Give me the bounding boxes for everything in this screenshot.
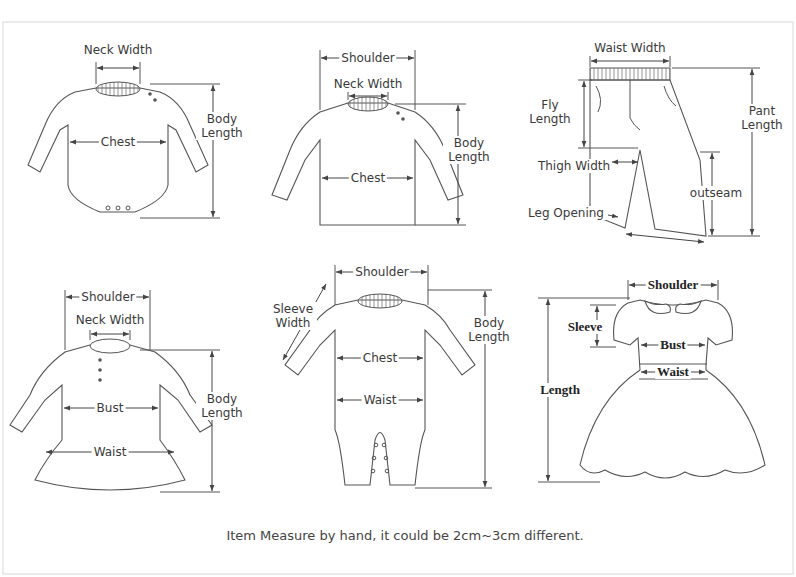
- measure-label: Length: [538, 383, 582, 397]
- measure-label: Neck Width: [332, 77, 405, 91]
- measure-label: Chest: [99, 135, 137, 149]
- measure-label: Shoulder: [353, 265, 410, 279]
- measure-label: Sleeve: [566, 320, 605, 334]
- frame: [3, 22, 793, 574]
- measure-label: Shoulder: [339, 51, 396, 65]
- measure-label: Neck Width: [74, 313, 147, 327]
- measure-label: Shoulder: [79, 290, 136, 304]
- measure-label: Fly Length: [525, 98, 575, 126]
- romper-figure: [283, 265, 492, 488]
- measure-label: Waist: [362, 393, 399, 407]
- measure-label: Body Length: [196, 392, 248, 420]
- blouse-figure: [10, 290, 220, 492]
- measure-label: Body Length: [443, 136, 495, 164]
- measure-label: Leg Opening: [526, 206, 606, 220]
- measure-label: Waist: [92, 445, 129, 459]
- measure-label: Sleeve Width: [269, 302, 317, 330]
- measure-label: outseam: [688, 186, 744, 200]
- measure-label: Waist Width: [592, 41, 667, 55]
- caption: Item Measure by hand, it could be 2cm~3c…: [226, 528, 583, 543]
- measure-label: Bust: [658, 338, 687, 352]
- measure-label: Pant Length: [736, 104, 788, 132]
- measure-label: Neck Width: [82, 43, 155, 57]
- measure-label: Thigh Width: [536, 159, 612, 173]
- measure-label: Bust: [95, 401, 126, 415]
- measure-label: Chest: [349, 171, 387, 185]
- shirt-figure: [272, 50, 466, 225]
- measure-label: Shoulder: [646, 278, 701, 292]
- party-dress-figure: [538, 280, 765, 482]
- bodysuit-figure: [28, 62, 220, 218]
- measure-label: Body Length: [196, 112, 248, 140]
- measure-label: Chest: [361, 351, 399, 365]
- measure-label: Waist: [655, 365, 691, 379]
- measure-label: Body Length: [465, 316, 513, 344]
